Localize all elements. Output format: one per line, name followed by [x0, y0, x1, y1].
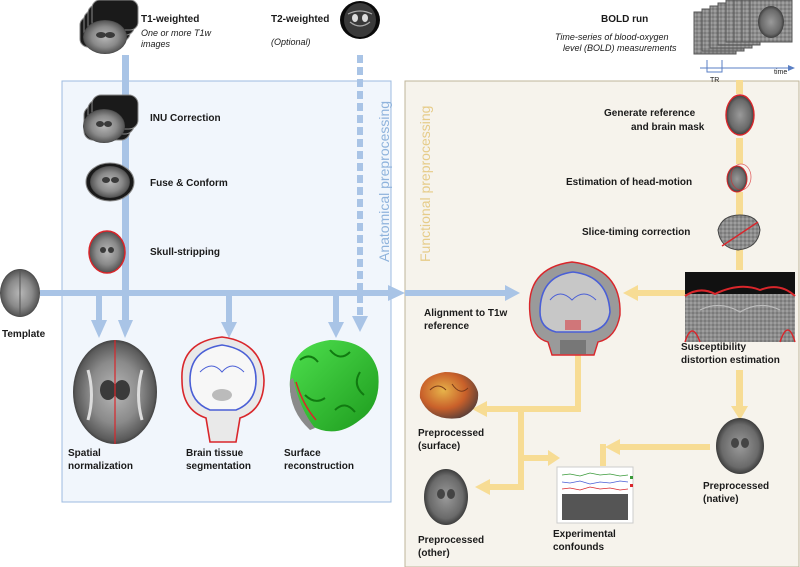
- surface-recon-line1: Surface: [284, 448, 321, 459]
- func-ref-line2: and brain mask: [631, 122, 705, 133]
- prep-native-line1: Preprocessed: [703, 481, 769, 492]
- t1-title: T1-weighted: [141, 14, 199, 25]
- func-slice: Slice-timing correction: [582, 227, 690, 238]
- prep-native-line2: (native): [703, 494, 739, 505]
- align-line1: Alignment to T1w: [424, 308, 508, 319]
- func-motion: Estimation of head-motion: [566, 177, 692, 188]
- t1-desc-line2: images: [141, 39, 171, 49]
- confounds-plot-image: [556, 466, 634, 524]
- prep-other-line1: Preprocessed: [418, 535, 484, 546]
- tissue-seg-line1: Brain tissue: [186, 448, 244, 459]
- t2-desc: (Optional): [271, 37, 311, 47]
- prep-surface-line2: (surface): [418, 441, 460, 452]
- bold-input-stack: [693, 0, 795, 73]
- functional-arrows: [472, 80, 748, 495]
- alignment-image: [528, 261, 621, 356]
- bold-tr-label: TR: [710, 77, 719, 84]
- inu-brain-stack: [83, 94, 139, 143]
- step-skull-stripping: Skull-stripping: [150, 247, 220, 258]
- fuse-brain-image: [85, 162, 135, 202]
- step-inu-correction: INU Correction: [150, 113, 221, 124]
- step-fuse-conform: Fuse & Conform: [150, 178, 228, 189]
- bold-desc-line1: Time-series of blood-oxygen: [555, 32, 668, 42]
- preprocessed-native-image: [716, 418, 764, 474]
- functional-section-label: Functional preprocessing: [417, 106, 433, 262]
- bold-title: BOLD run: [601, 14, 648, 25]
- template-label: Template: [2, 329, 46, 340]
- t2-input-image: [340, 1, 380, 39]
- suscept-line1: Susceptibility: [681, 342, 746, 353]
- surface-recon-line2: reconstruction: [284, 461, 354, 472]
- suscept-line2: distortion estimation: [681, 355, 780, 366]
- slice-timing-image: [717, 214, 761, 251]
- spatial-normalization-image: [73, 340, 157, 444]
- confounds-line2: confounds: [553, 542, 605, 553]
- prep-surface-line1: Preprocessed: [418, 428, 484, 439]
- func-ref-line1: Generate reference: [604, 108, 696, 119]
- bold-desc-line2: level (BOLD) measurements: [563, 43, 677, 53]
- align-line2: reference: [424, 321, 469, 332]
- spatial-norm-line2: normalization: [68, 461, 133, 472]
- tissue-segmentation-image: [181, 336, 265, 443]
- prep-other-line2: (other): [418, 548, 450, 559]
- t2-dashed-arrow: [357, 55, 363, 315]
- t1-desc-line1: One or more T1w: [141, 28, 212, 38]
- head-motion-image: [726, 163, 752, 193]
- confounds-line1: Experimental: [553, 529, 616, 540]
- preprocessed-other-image: [424, 469, 468, 525]
- anatomical-section-label: Anatomical preprocessing: [376, 101, 392, 262]
- tissue-seg-line2: segmentation: [186, 461, 251, 472]
- template-brain-image: [0, 269, 40, 317]
- surface-reconstruction-image: [289, 340, 379, 432]
- bold-time-label: time: [774, 69, 787, 76]
- bold-reference-image: [725, 94, 755, 136]
- t2-title: T2-weighted: [271, 14, 329, 25]
- susceptibility-image: [684, 272, 796, 343]
- skullstrip-brain-image: [88, 230, 126, 274]
- spatial-norm-line1: Spatial: [68, 448, 101, 459]
- preprocessed-surface-image: [419, 372, 479, 419]
- t1-input-stack: [79, 0, 139, 54]
